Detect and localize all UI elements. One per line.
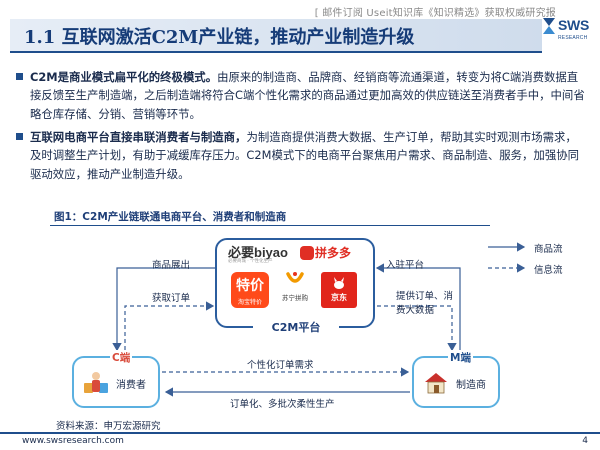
figure-title-divider — [50, 225, 490, 226]
suning-icon — [286, 272, 304, 283]
jd-label: 京东 — [331, 293, 347, 302]
figure-title: 图1：C2M产业链联通电商平台、消费者和制造商 — [54, 211, 287, 223]
title-banner-bg — [10, 19, 542, 53]
paragraph-lead: C2M是商业模式扁平化的终极模式。 — [30, 70, 218, 84]
paragraph-text: 由原来的制造商、品牌商、经销商等流通渠道，转变为将C端消费数据直接反馈至生产制造… — [30, 70, 585, 121]
watermark-text: [ 邮件订阅 Useit知识库《知识精选》获取权威研究报 — [314, 8, 556, 19]
consumer-shopping-icon — [84, 372, 108, 393]
paragraph-platform: 互联网电商平台直接串联消费者与制造商，为制造商提供消费大数据、生产订单，帮助其实… — [16, 128, 586, 183]
label-personal-demand: 个性化订单需求 — [247, 360, 314, 371]
factory-house-icon — [425, 373, 447, 394]
footer-divider — [0, 432, 600, 434]
paragraph-lead: 互联网电商平台直接串联消费者与制造商， — [30, 130, 247, 144]
suning-label: 苏宁拼购 — [282, 295, 308, 302]
jd-dog-icon — [334, 277, 344, 289]
consumer-node: C端 消费者 — [72, 350, 160, 408]
legend-info-flow: 信息流 — [534, 265, 563, 276]
pinduoduo-label: 拼多多 — [315, 246, 352, 261]
paragraph-c2m-model: C2M是商业模式扁平化的终极模式。由原来的制造商、品牌商、经销商等流通渠道，转变… — [16, 68, 586, 123]
consumer-tag: C端 — [110, 350, 133, 365]
label-join-platform: 入驻平台 — [386, 260, 425, 271]
sws-logo-icon — [543, 18, 555, 34]
biyao-logo: 必要biyao — [228, 245, 288, 260]
pinduoduo-logo: 拼多多 — [300, 244, 351, 262]
figure-source: 资料来源：申万宏源研究 — [56, 421, 161, 432]
sws-logo: SWS RESEARCH — [540, 16, 592, 52]
title-banner: 1.1 互联网激活C2M产业链，推动产业制造升级 — [10, 19, 596, 53]
label-get-orders: 获取订单 — [152, 293, 191, 304]
biyao-sublabel: 必要商城 · 个性化生产 — [228, 258, 273, 263]
logo-subtext: RESEARCH — [558, 35, 588, 41]
manufacturer-tag: M端 — [448, 350, 473, 365]
jd-logo: 京东 — [321, 272, 357, 308]
arrow-goods-display — [112, 267, 215, 352]
suning-logo: 苏宁拼购 — [279, 270, 311, 302]
page-number: 4 — [582, 436, 588, 446]
label-supply-line1: 提供订单、消 — [396, 291, 454, 302]
legend-goods-flow: 商品流 — [534, 244, 563, 255]
logo-text: SWS — [558, 17, 589, 33]
pinduoduo-icon — [300, 245, 314, 260]
bullet-square-icon — [16, 133, 23, 140]
label-supply-line2: 费大数据 — [396, 305, 435, 316]
page-title: 1.1 互联网激活C2M产业链，推动产业制造升级 — [24, 27, 415, 48]
label-order-production: 订单化、多批次柔性生产 — [230, 399, 335, 410]
tejia-sublabel: 淘宝特价 — [237, 300, 262, 306]
footer-url: www.swsresearch.com — [22, 436, 124, 446]
label-goods-display: 商品展出 — [152, 260, 191, 271]
arrow-get-orders — [124, 301, 215, 350]
paragraph-text: 为制造商提供消费大数据、生产订单，帮助其实时观测市场需求，及时调整生产计划，有助… — [30, 130, 579, 181]
c2m-platform-label: C2M平台 — [253, 319, 339, 336]
tejia-label: 特价 — [236, 277, 264, 293]
bullet-square-icon — [16, 73, 23, 80]
manufacturer-node: M端 制造商 — [412, 350, 500, 408]
taobao-tejia-logo: 特价 淘宝特价 — [231, 272, 269, 308]
consumer-label: 消费者 — [116, 380, 146, 391]
manufacturer-label: 制造商 — [456, 380, 486, 391]
